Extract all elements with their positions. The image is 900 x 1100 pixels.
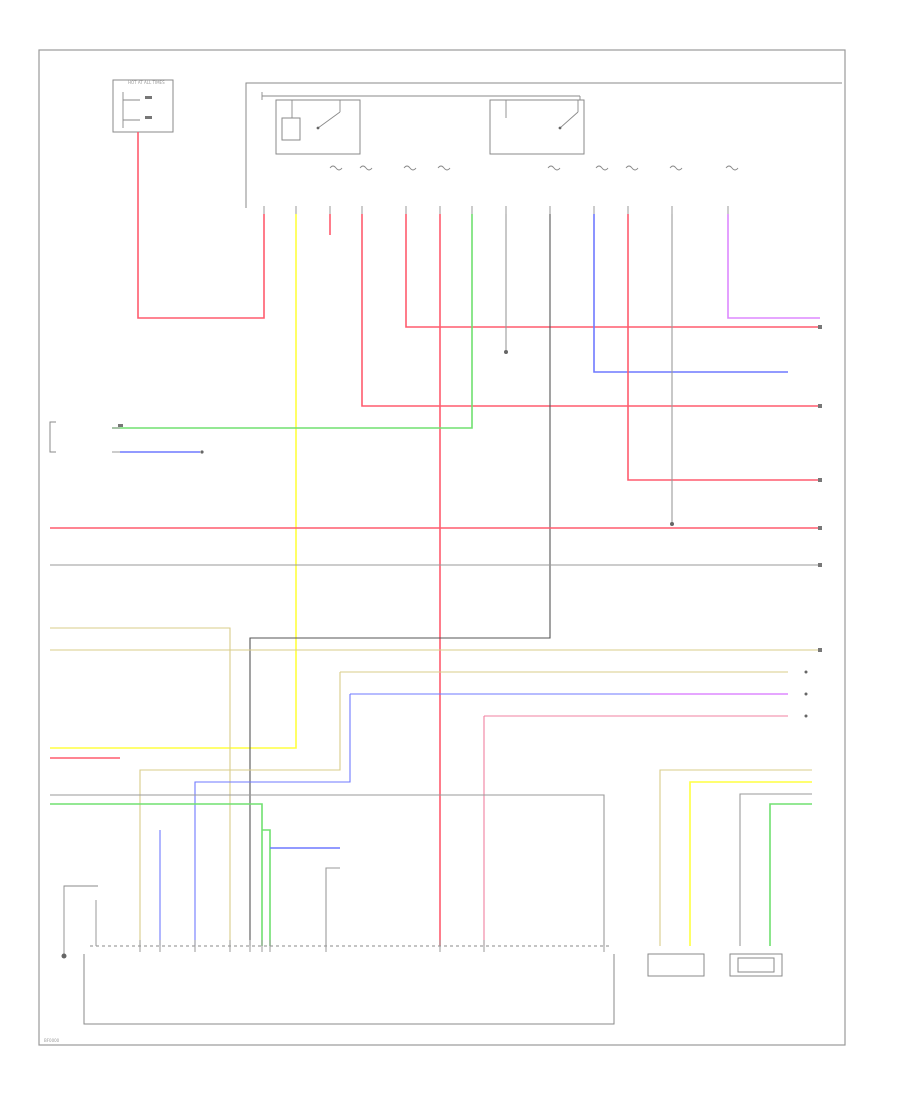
wire-red-4 bbox=[627, 214, 820, 481]
wire-red-2 bbox=[405, 214, 820, 328]
wire-tan-1 bbox=[50, 627, 231, 946]
horizontal-wires bbox=[50, 527, 820, 946]
wire-blue-down bbox=[194, 694, 351, 946]
wire-green-low bbox=[50, 803, 263, 946]
footer-code: BF0000 bbox=[44, 1038, 60, 1043]
module-connector-ticks bbox=[95, 900, 605, 952]
svg-text:HOT AT ALL TIMES: HOT AT ALL TIMES bbox=[128, 80, 165, 85]
wire-violet-1 bbox=[727, 214, 820, 319]
left-module bbox=[49, 421, 204, 454]
wire-green-low-2 bbox=[262, 829, 271, 946]
wire-yellow bbox=[50, 214, 297, 749]
wire-gray-low-2 bbox=[325, 867, 340, 946]
right-side-terminals bbox=[504, 325, 822, 718]
wire-red-long bbox=[361, 214, 820, 407]
engine-control-relay bbox=[275, 99, 361, 155]
wire-gray-sensor bbox=[739, 793, 812, 946]
fuse-row bbox=[329, 165, 739, 171]
fuse-relay-box bbox=[245, 82, 842, 214]
diagram-frame bbox=[38, 49, 846, 1046]
wire-gray-low bbox=[50, 794, 605, 946]
fuse-box-pins bbox=[263, 206, 729, 214]
power-feed-box: HOT AT ALL TIMES bbox=[112, 79, 174, 133]
right-sensors bbox=[647, 769, 812, 977]
wire-black-1 bbox=[249, 214, 551, 946]
wire-green-1 bbox=[112, 214, 473, 429]
wire-bundle-top bbox=[50, 132, 820, 946]
wire-red-battery bbox=[137, 132, 265, 319]
control-module bbox=[61, 885, 615, 1025]
fuel-pump-relay bbox=[489, 99, 585, 155]
wire-green-sensor bbox=[769, 803, 812, 946]
wire-tan-sensor-1 bbox=[659, 769, 812, 946]
wire-tan-3-down bbox=[139, 672, 341, 946]
wire-yellow-sensor bbox=[689, 781, 812, 946]
wire-blue-1 bbox=[593, 214, 788, 373]
